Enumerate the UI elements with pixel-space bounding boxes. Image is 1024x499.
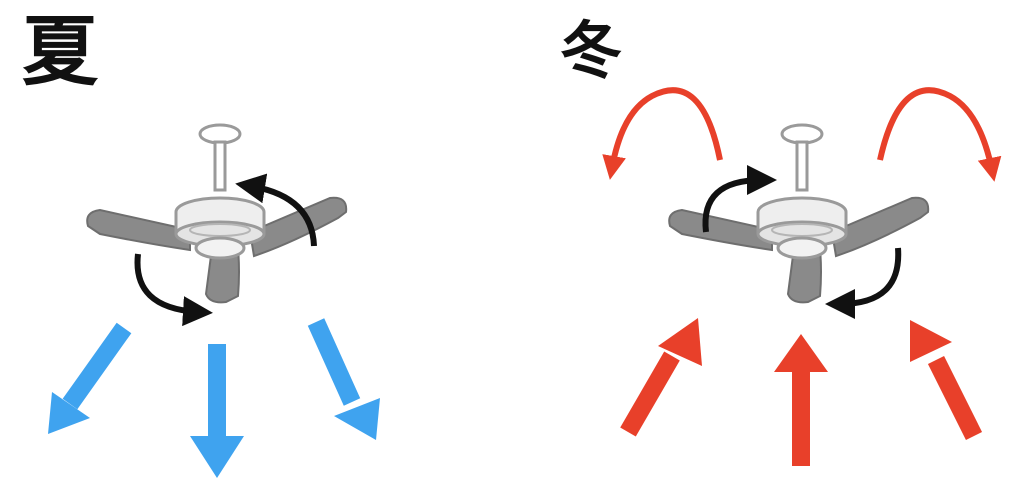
winter-panel: 冬 [512, 0, 1024, 499]
winter-diagram [602, 87, 1002, 466]
rotation-arrow-upper [235, 173, 317, 247]
airflow-arrow-right [307, 318, 380, 440]
circulation-arrow-right [877, 87, 1002, 182]
airflow-arrow-center [774, 334, 828, 466]
summer-diagram [48, 123, 380, 478]
summer-panel: 夏 [22, 7, 380, 478]
rotation-arrow-upper [702, 165, 777, 233]
airflow-arrow-left [48, 322, 132, 434]
summer-label: 夏 [22, 7, 98, 96]
airflow-arrow-right [910, 320, 983, 441]
airflow-arrow-left [620, 318, 702, 437]
rotation-arrow-lower [825, 247, 902, 319]
winter-label: 冬 [560, 14, 623, 87]
airflow-arrow-center [190, 344, 244, 478]
rotation-arrow-lower [134, 253, 213, 327]
circulation-arrow-left [602, 87, 723, 180]
